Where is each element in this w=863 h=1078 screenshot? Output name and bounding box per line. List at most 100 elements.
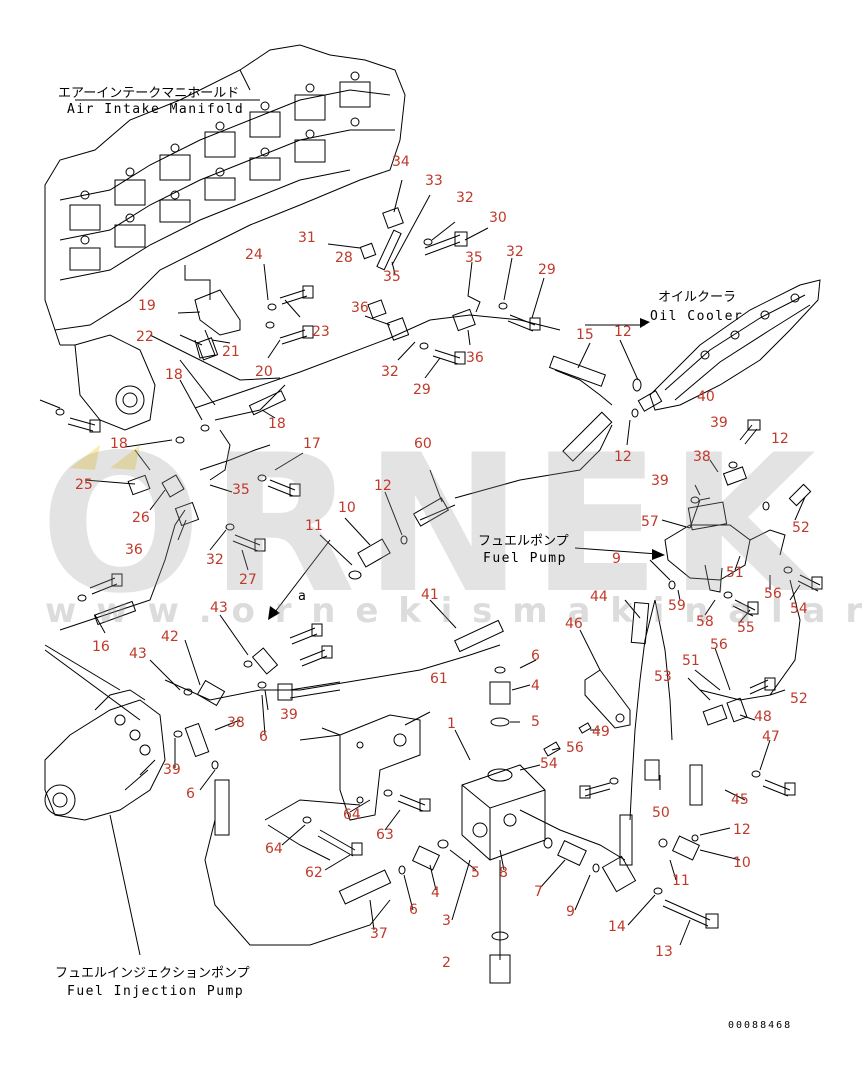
- callout-number: 39: [710, 415, 728, 431]
- callout-number: 39: [163, 762, 181, 778]
- fuel-injection-pump-drawing: [44, 689, 166, 821]
- bracket-46-drawing: [584, 669, 631, 729]
- callout-number: 64: [265, 841, 283, 857]
- watermark-brand: ORNEK: [40, 414, 824, 635]
- callout-number: 51: [682, 653, 700, 669]
- callout-number: 15: [576, 327, 594, 343]
- callout-number: 43: [210, 600, 228, 616]
- oil-cooler-label-en: Oil Cooler: [650, 309, 743, 324]
- callout-number: 39: [280, 707, 298, 723]
- callout-number: 35: [383, 269, 401, 285]
- callout-number: 57: [641, 514, 659, 530]
- bolts: [67, 231, 823, 929]
- callout-number: 61: [430, 671, 448, 687]
- fuel-injection-pump-label-en: Fuel Injection Pump: [67, 984, 244, 999]
- callout-number: 35: [232, 482, 250, 498]
- air-intake-manifold-drawing: [44, 44, 406, 331]
- callout-number: 4: [531, 678, 540, 694]
- callout-number: 52: [790, 691, 808, 707]
- callout-number: 44: [590, 589, 608, 605]
- callout-number: 6: [409, 902, 418, 918]
- callout-number: 6: [531, 648, 540, 664]
- callout-number: 47: [762, 729, 780, 745]
- callout-number: 18: [165, 367, 183, 383]
- pipes: [59, 314, 801, 946]
- callout-number: 18: [110, 436, 128, 452]
- fuel-pump-label-jp: フュエルポンプ: [478, 534, 569, 549]
- callout-number: 48: [754, 709, 772, 725]
- callout-number: 36: [466, 350, 484, 366]
- callout-number: 12: [771, 431, 789, 447]
- callout-number: 12: [614, 324, 632, 340]
- callout-number: 11: [672, 873, 690, 889]
- bracket-19-drawing: [194, 289, 241, 359]
- callout-number: 31: [298, 230, 316, 246]
- arrows: [268, 318, 665, 620]
- watermark-url: w w w . o r n e k i s m a k i n a l a r …: [45, 591, 863, 631]
- part-number: 00088468: [728, 1020, 792, 1031]
- callout-number: 32: [206, 552, 224, 568]
- callout-number: 10: [338, 500, 356, 516]
- callout-number: 42: [161, 629, 179, 645]
- callout-number: 5: [531, 714, 540, 730]
- callout-number: 56: [764, 586, 782, 602]
- callout-number: 24: [245, 247, 263, 263]
- callout-number: 9: [612, 551, 621, 567]
- callout-number: 7: [534, 884, 543, 900]
- callout-number: 1: [447, 716, 456, 732]
- fuel-pump-drawing: [664, 497, 786, 593]
- leader-lines: [39, 179, 806, 960]
- callout-number: 56: [710, 637, 728, 653]
- callout-number: 29: [538, 262, 556, 278]
- fuel-injection-pump-label-jp: フュエルインジェクションポンプ: [55, 966, 250, 981]
- callout-number: 39: [651, 473, 669, 489]
- callout-number: 52: [792, 520, 810, 536]
- callout-number: 30: [489, 210, 507, 226]
- callout-number: 64: [343, 807, 361, 823]
- callout-number: 12: [733, 822, 751, 838]
- housing-25-drawing: [54, 329, 156, 431]
- callout-number: 14: [608, 919, 626, 935]
- callout-number: 23: [312, 324, 330, 340]
- callout-number: 3: [442, 913, 451, 929]
- callout-number: 34: [392, 154, 410, 170]
- callout-number: 4: [431, 885, 440, 901]
- callout-number: 60: [414, 436, 432, 452]
- oil-cooler-label-jp: オイルクーラ: [658, 290, 736, 305]
- oil-cooler-drawing: [637, 279, 821, 412]
- view-marker: a: [298, 589, 307, 604]
- callout-number: 53: [654, 669, 672, 685]
- callout-number: 54: [790, 601, 808, 617]
- callout-numbers: 34 33 32 30 31 28 35 35 32 29 24 19 23 2…: [75, 154, 810, 971]
- callout-number: 40: [697, 389, 715, 405]
- callout-number: 37: [370, 926, 388, 942]
- callout-number: 2: [442, 955, 451, 971]
- callout-number: 51: [726, 565, 744, 581]
- callout-number: 19: [138, 298, 156, 314]
- callout-number: 36: [125, 542, 143, 558]
- callout-number: 17: [303, 436, 321, 452]
- callout-number: 56: [566, 740, 584, 756]
- watermark: ORNEK w w w . o r n e k i s m a k i n a …: [40, 414, 863, 635]
- callout-number: 20: [255, 364, 273, 380]
- callout-number: 41: [421, 587, 439, 603]
- callout-number: 6: [186, 786, 195, 802]
- callout-number: 59: [668, 598, 686, 614]
- callout-number: 32: [456, 190, 474, 206]
- bracket-61-drawing: [321, 714, 421, 821]
- callout-number: 33: [425, 173, 443, 189]
- callout-number: 26: [132, 510, 150, 526]
- callout-number: 62: [305, 865, 323, 881]
- callout-number: 35: [465, 250, 483, 266]
- assembly-labels: エアーインテークマニホールド Air Intake Manifold オイルクー…: [55, 86, 792, 1031]
- callout-number: 21: [222, 344, 240, 360]
- callout-number: 29: [413, 382, 431, 398]
- callout-number: 50: [652, 805, 670, 821]
- fittings: [55, 207, 812, 984]
- callout-number: 25: [75, 477, 93, 493]
- callout-number: 43: [129, 646, 147, 662]
- callout-number: 8: [499, 865, 508, 881]
- callout-number: 32: [381, 364, 399, 380]
- callout-number: 63: [376, 827, 394, 843]
